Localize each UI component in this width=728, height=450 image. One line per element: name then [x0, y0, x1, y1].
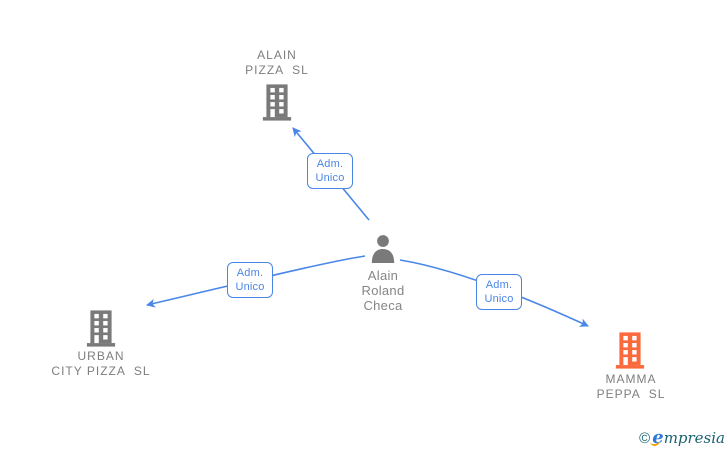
edge-label-line: Unico — [315, 172, 345, 184]
company-node-alain-pizza[interactable] — [262, 84, 292, 121]
edge-label-adm-unico-top: Adm. Unico — [307, 153, 353, 189]
person-name-line: Checa — [363, 298, 403, 313]
copyright-symbol: © — [639, 430, 651, 447]
building-icon — [262, 84, 292, 121]
edge-label-line: Unico — [484, 293, 514, 305]
person-icon — [371, 235, 395, 263]
person-name-line: Roland — [361, 283, 405, 298]
company-node-mamma-peppa[interactable] — [615, 332, 645, 369]
company-name-line: PIZZA SL — [245, 63, 309, 77]
company-name-line: MAMMA — [605, 372, 657, 386]
company-name-line: PEPPA SL — [596, 387, 666, 401]
edge-label-adm-unico-left: Adm. Unico — [227, 262, 273, 298]
empresia-watermark-logo[interactable]: ©empresia — [639, 427, 725, 448]
company-node-urban-city-pizza[interactable] — [86, 310, 116, 347]
edge-label-line: Adm. — [485, 279, 513, 291]
edge-label-adm-unico-right: Adm. Unico — [476, 274, 522, 310]
building-icon — [86, 310, 116, 347]
person-name-line: Alain — [367, 268, 399, 283]
brand-initial: e — [652, 427, 664, 448]
person-node-alain-roland-checa[interactable] — [369, 234, 397, 268]
brand-rest: mpresia — [663, 429, 725, 447]
building-icon — [615, 332, 645, 369]
company-name-line: CITY PIZZA SL — [51, 364, 151, 378]
company-name-line: URBAN — [77, 349, 125, 363]
edge-label-line: Unico — [235, 281, 265, 293]
company-name-line: ALAIN — [257, 48, 297, 62]
edge-label-line: Adm. — [236, 267, 264, 279]
edge-label-line: Adm. — [316, 158, 344, 170]
